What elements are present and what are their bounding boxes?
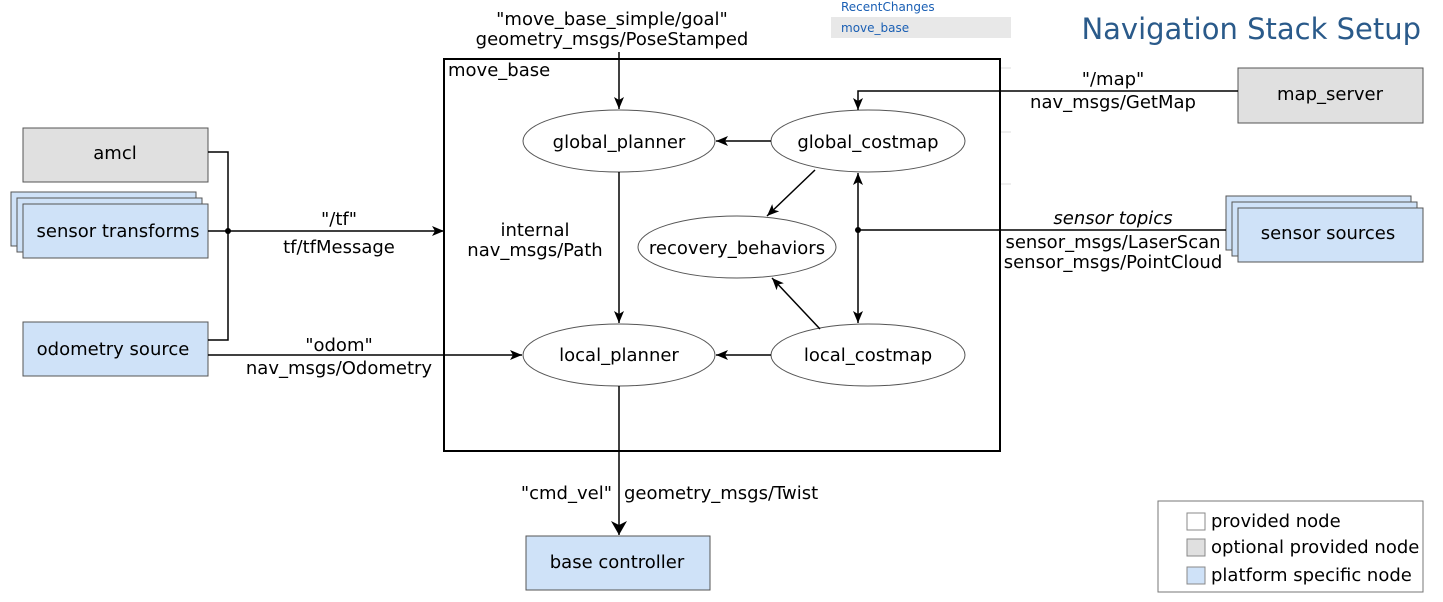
wiki-highlight (831, 17, 1011, 38)
sensor-type2-label: sensor_msgs/PointCloud (1004, 252, 1223, 273)
legend-swatch-optional (1186, 538, 1206, 557)
sensor-type1-label: sensor_msgs/LaserScan (1005, 232, 1220, 253)
sensor-sources-stack-front (1237, 207, 1424, 263)
legend-swatch-platform (1186, 566, 1206, 585)
legend-label-platform: platform specific node (1211, 565, 1412, 586)
odometry-source-node (22, 321, 209, 377)
sensor-transforms-label: sensor transforms (37, 221, 200, 242)
tf-bus (208, 151, 229, 341)
sensor-transforms-node: sensor transforms (10, 191, 209, 259)
local-costmap-label: local_costmap (804, 345, 932, 366)
legend-label-optional: optional provided node (1211, 537, 1419, 558)
sensor-transforms-stack-front (22, 203, 209, 259)
goal-topic-label: "move_base_simple/goal" (496, 9, 728, 30)
goal-type-label: geometry_msgs/PoseStamped (476, 29, 749, 50)
map-topic-label: "/map" (1082, 69, 1145, 90)
recovery-behaviors-node (637, 215, 837, 279)
map-server-node (1237, 67, 1424, 124)
odometry-source-label: odometry source (37, 339, 190, 360)
global-costmap-to-recovery-edge (766, 169, 816, 217)
cmd-vel-topic-label: "cmd_vel" (521, 483, 612, 504)
amcl-node (22, 127, 209, 183)
map-server-label: map_server (1277, 84, 1384, 105)
odom-type-label: nav_msgs/Odometry (246, 358, 433, 379)
amcl-node-label: amcl (93, 143, 136, 164)
global-planner-label: global_planner (553, 132, 686, 153)
diagram-title: Navigation Stack Setup (1081, 12, 1421, 46)
legend-label-provided: provided node (1211, 511, 1341, 532)
sensor-sources-label: sensor sources (1261, 223, 1396, 244)
base-controller-node (525, 535, 711, 591)
tf-junction-dot (225, 228, 231, 234)
tf-topic-label: "/tf" (321, 209, 357, 230)
global-costmap-label: global_costmap (797, 132, 938, 153)
base-controller-label: base controller (550, 552, 685, 573)
map-edge (853, 90, 1238, 110)
internal-type-label: nav_msgs/Path (467, 240, 602, 261)
wiki-overlay: RecentChanges move_base (831, 0, 1011, 185)
wiki-recent-changes-link[interactable]: RecentChanges (841, 0, 935, 14)
move-base-container-label: move_base (448, 60, 550, 81)
sensor-topic-label: sensor topics (1053, 208, 1172, 229)
tf-type-label: tf/tfMessage (283, 237, 395, 258)
legend-swatch-provided (1186, 512, 1206, 531)
odom-topic-label: "odom" (305, 335, 373, 356)
move-base-container (443, 58, 1001, 452)
local-planner-label: local_planner (559, 345, 679, 366)
sensor-sources-node: sensor sources (1225, 195, 1424, 263)
sensor-junction-dot (855, 227, 861, 233)
cmd-vel-type-label: geometry_msgs/Twist (624, 483, 818, 504)
local-costmap-to-recovery-edge (771, 277, 821, 330)
legend: provided node optional provided node pla… (1157, 500, 1424, 593)
recovery-behaviors-label: recovery_behaviors (649, 238, 825, 259)
internal-topic-label: internal (500, 220, 569, 241)
map-type-label: nav_msgs/GetMap (1030, 92, 1196, 113)
wiki-move-base-link[interactable]: move_base (841, 21, 909, 35)
